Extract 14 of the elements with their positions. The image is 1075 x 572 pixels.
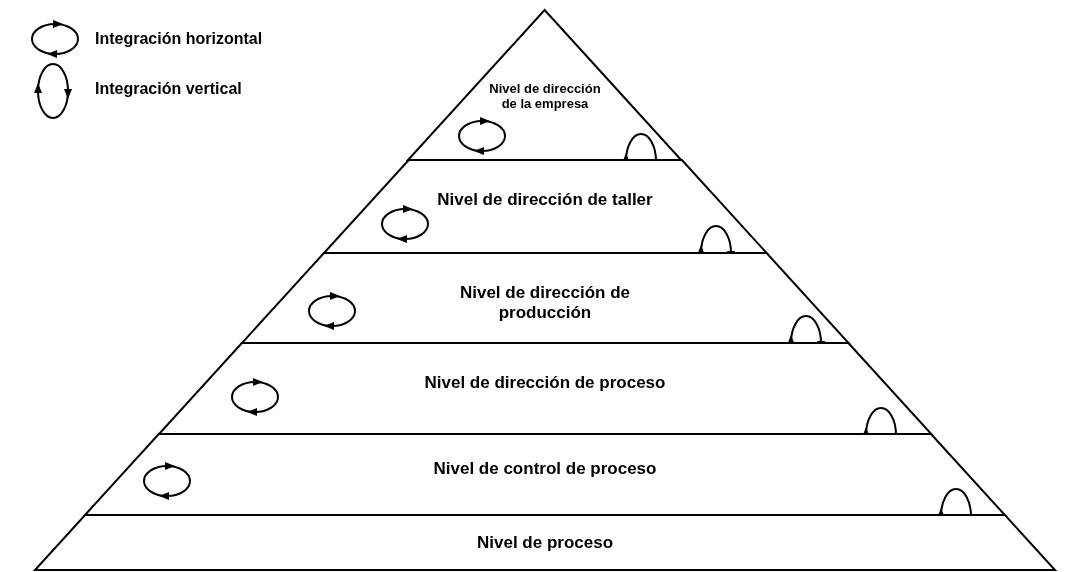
level-label: Nivel de dirección de producción [458, 283, 631, 323]
pyramid-level [241, 253, 849, 343]
legend-label: Integración vertical [95, 80, 242, 98]
pyramid-level [85, 434, 1005, 515]
pyramid-level [323, 160, 767, 253]
level-label: Nivel de dirección de la empresa [488, 82, 602, 112]
pyramid-apex-level [408, 10, 682, 160]
legend-label: Integración horizontal [95, 30, 263, 48]
pyramid-level [158, 343, 932, 434]
pyramid-level [35, 515, 1055, 570]
level-label: Nivel de dirección de taller [436, 190, 654, 210]
level-label: Nivel de dirección de proceso [423, 373, 667, 393]
level-label: Nivel de control de proceso [432, 459, 658, 479]
level-label: Nivel de proceso [475, 533, 615, 553]
